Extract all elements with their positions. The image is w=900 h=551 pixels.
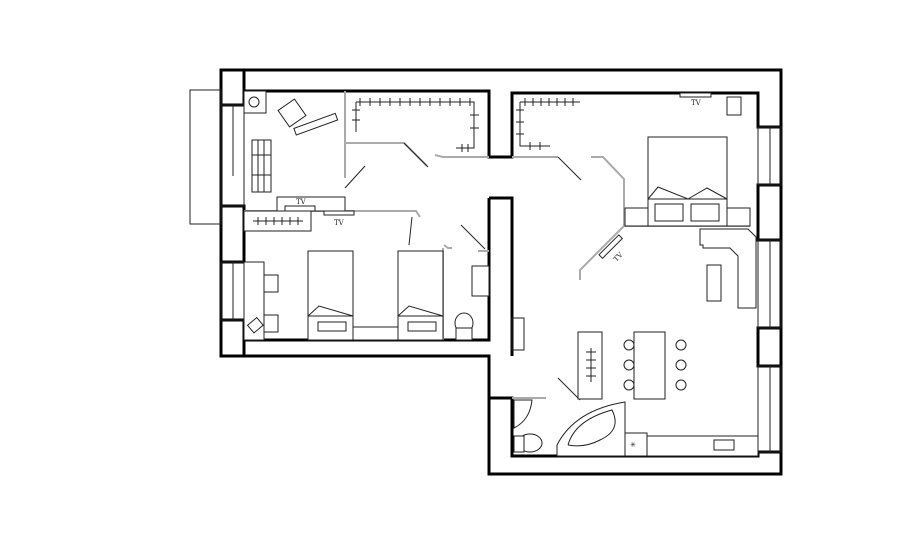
nightstand xyxy=(726,207,751,227)
chair xyxy=(726,96,742,116)
bathroom xyxy=(513,399,626,457)
wardrobe xyxy=(577,331,603,400)
chair xyxy=(263,314,279,333)
sofa xyxy=(293,112,339,136)
tv-label: TV xyxy=(612,250,625,263)
coffee-table xyxy=(706,264,722,302)
kitchen-counter xyxy=(646,435,759,457)
master-area: TV TV ✳ xyxy=(516,92,759,457)
armchair xyxy=(277,98,307,128)
dining-table xyxy=(633,331,666,400)
tv-label: TV xyxy=(691,99,702,107)
tv-label: TV xyxy=(334,219,345,227)
bathtub xyxy=(556,401,626,457)
nightstand xyxy=(624,207,649,227)
boiler-icon xyxy=(243,90,267,114)
kitchen-sink xyxy=(713,439,735,451)
living-room: TV xyxy=(243,90,479,212)
kids-room: TV xyxy=(243,210,490,341)
sink xyxy=(471,265,490,297)
corner-sofa xyxy=(699,228,757,309)
corner-sink xyxy=(513,399,533,429)
stove xyxy=(624,432,648,457)
svg-text:✳: ✳ xyxy=(630,441,636,449)
radiator xyxy=(251,139,272,193)
doors xyxy=(344,142,582,401)
balcony xyxy=(189,89,222,225)
chair xyxy=(263,274,279,293)
tv-label: TV xyxy=(296,198,307,206)
